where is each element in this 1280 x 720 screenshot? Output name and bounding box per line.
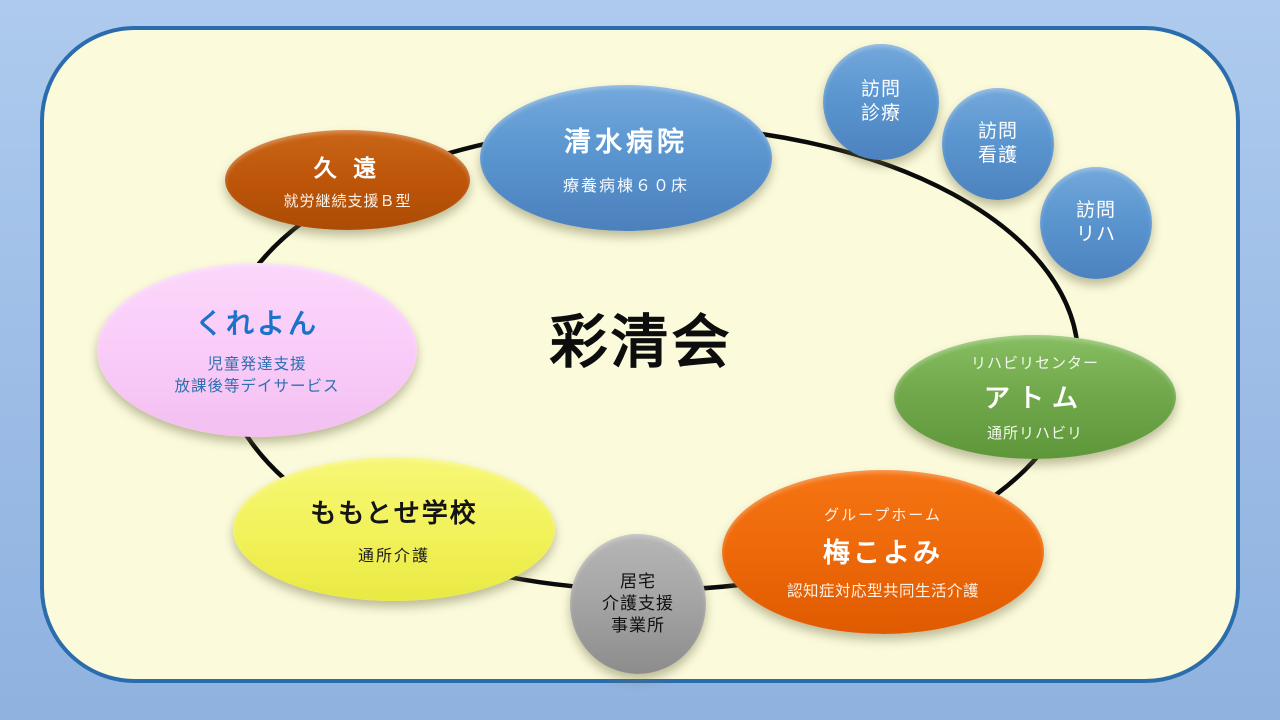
node-subtitle-line2: 放課後等デイサービス [174, 378, 340, 395]
node-subtitle: 通所リハビリ [986, 424, 1083, 442]
node-houmon-kango: 訪問 看護 [942, 88, 1054, 200]
node-title: くれよん [194, 307, 319, 339]
node-label-line: 診療 [860, 103, 901, 124]
org-title: 彩清会 [549, 310, 733, 375]
node-title: 梅こよみ [823, 537, 943, 568]
node-houmon-riha: 訪問 リハ [1040, 167, 1152, 279]
node-houmon-shinryo: 訪問 診療 [823, 44, 939, 160]
node-title: アトム [983, 382, 1086, 413]
node-label-line: 看護 [977, 145, 1018, 166]
node-subtitle: 認知症対応型共同生活介護 [786, 582, 979, 600]
node-kyotaku-kaigo-shien: 居宅 介護支援 事業所 [570, 534, 706, 674]
node-subtitle: 療養病棟６０床 [562, 178, 689, 195]
node-overline: グループホーム [824, 506, 942, 524]
node-title: 清水病院 [564, 127, 688, 157]
node-label-line: リハ [1075, 224, 1116, 245]
node-subtitle: 児童発達支援 放課後等デイサービス [174, 354, 339, 399]
node-title: ももとせ学校 [310, 497, 478, 528]
node-shimizu-hospital: 清水病院 療養病棟６０床 [480, 85, 772, 231]
node-label-line: 訪問 [1075, 200, 1116, 222]
node-label-line: 介護支援 [602, 593, 674, 613]
node-overline: リハビリセンター [970, 354, 1099, 372]
node-label-line: 居宅 [620, 571, 656, 591]
node-momotose-gakkou: ももとせ学校 通所介護 [233, 457, 555, 601]
node-kureyon: くれよん 児童発達支援 放課後等デイサービス [97, 263, 417, 437]
node-subtitle: 就労継続支援Ｂ型 [283, 193, 412, 210]
node-atom-rehabili-center: リハビリセンター アトム 通所リハビリ [894, 335, 1176, 459]
node-label-line: 事業所 [611, 616, 665, 636]
node-title: 久 遠 [313, 155, 382, 181]
node-subtitle-line1: 児童発達支援 [207, 355, 307, 373]
node-subtitle: 通所介護 [357, 547, 430, 565]
node-label-line: 訪問 [860, 79, 901, 101]
node-label-line: 訪問 [977, 121, 1018, 143]
node-ume-koyomi: グループホーム 梅こよみ 認知症対応型共同生活介護 [722, 470, 1044, 634]
node-kuon: 久 遠 就労継続支援Ｂ型 [225, 130, 470, 230]
